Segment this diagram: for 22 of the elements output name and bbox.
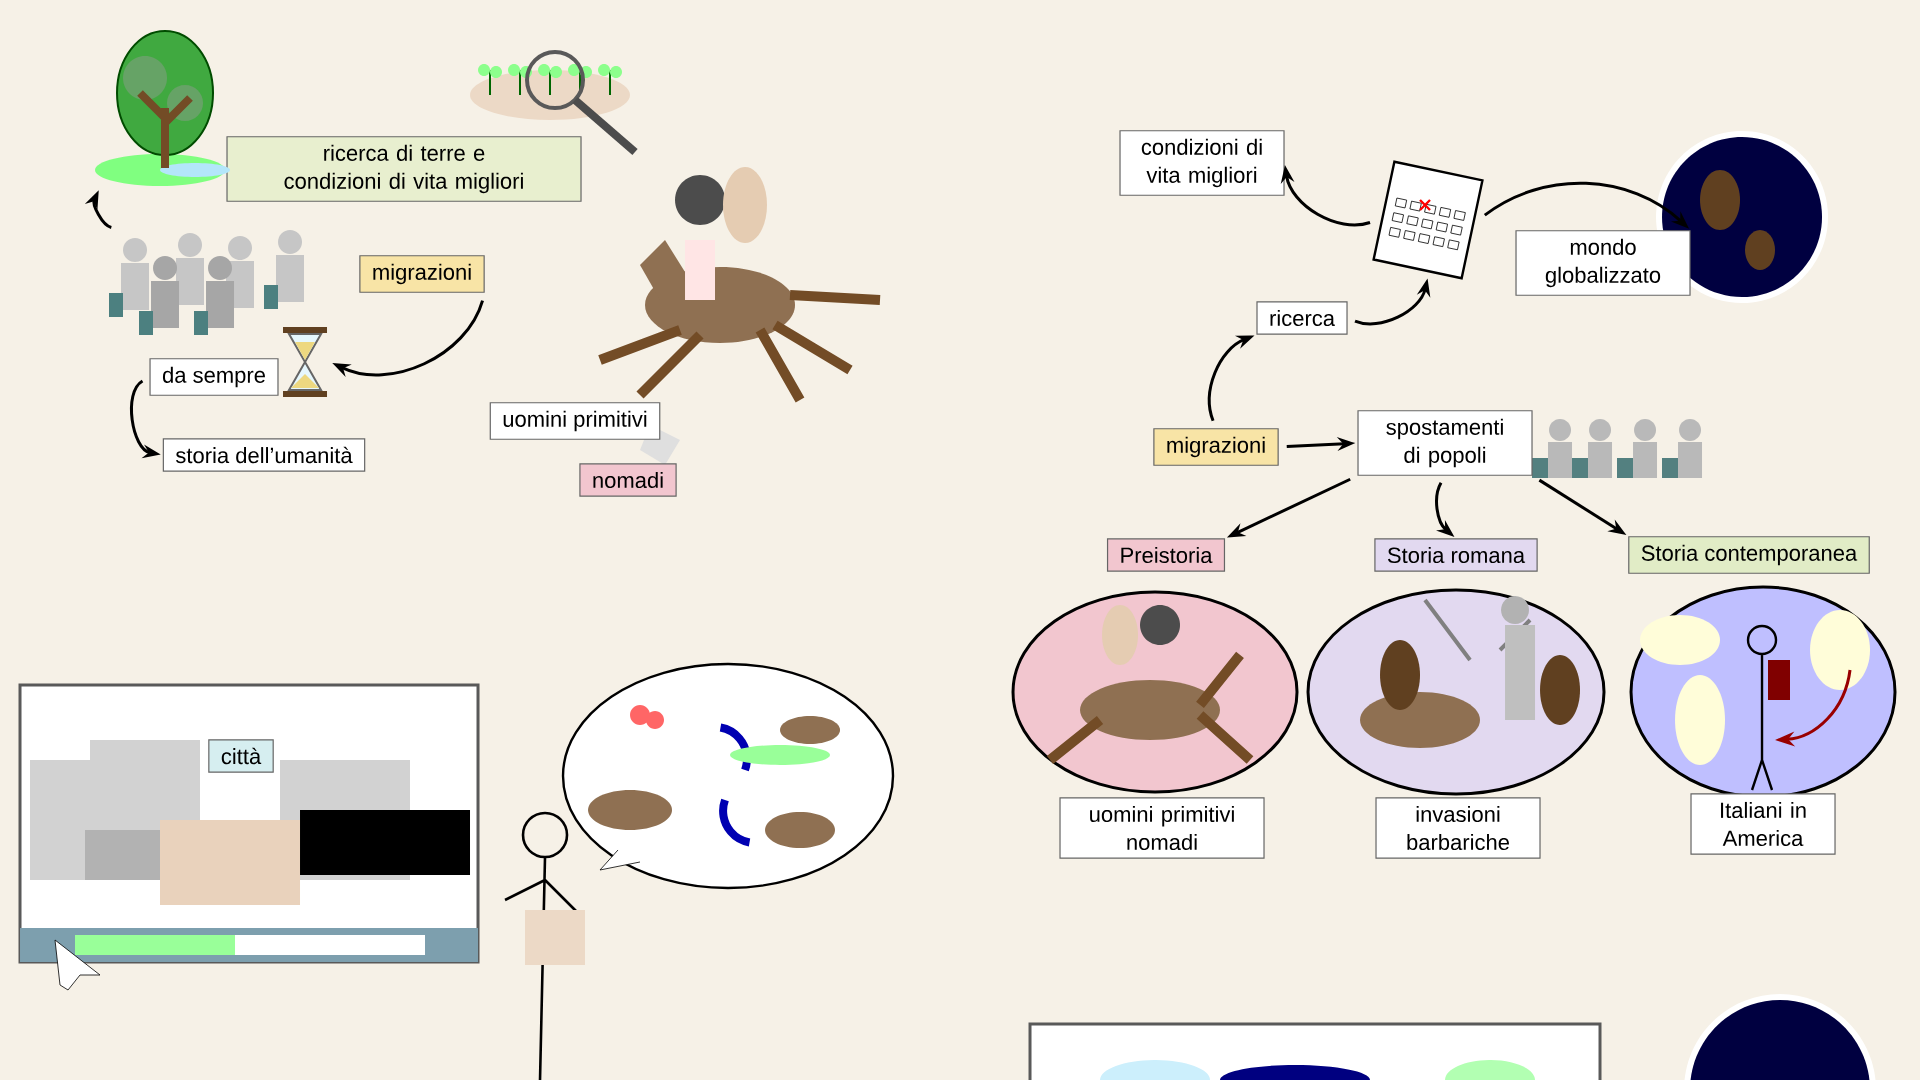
people-drawing <box>109 230 304 335</box>
label-box: invasioni barbariche <box>1375 797 1541 859</box>
label-box: ricerca <box>1256 301 1348 335</box>
tree-drawing <box>95 30 230 186</box>
label-box: storia dell’umanità <box>162 438 366 472</box>
calendar-drawing <box>1372 160 1484 280</box>
label-box: uomini primitivi <box>489 402 661 440</box>
label-box: condizioni di vita migliori <box>1119 130 1285 196</box>
label-box: mondo globalizzato <box>1515 230 1691 296</box>
tag-label: migrazioni <box>1153 428 1279 466</box>
label-box: Storia contemporanea <box>1628 536 1870 574</box>
label-box: uomini primitivi nomadi <box>1059 797 1265 859</box>
label-box: spostamenti di popoli <box>1357 410 1533 476</box>
label-box: nomadi <box>579 463 677 497</box>
label-box: città <box>208 739 274 773</box>
label-box: ricerca di terre e condizioni di vita migliori <box>226 136 582 202</box>
tag-label: migrazioni <box>359 255 485 293</box>
hourglass-drawing <box>280 327 330 397</box>
label-box: Storia romana <box>1374 538 1538 572</box>
label-box: Preistoria <box>1106 538 1226 572</box>
label-box: Italiani in America <box>1690 793 1836 855</box>
label-box: da sempre <box>149 358 279 396</box>
